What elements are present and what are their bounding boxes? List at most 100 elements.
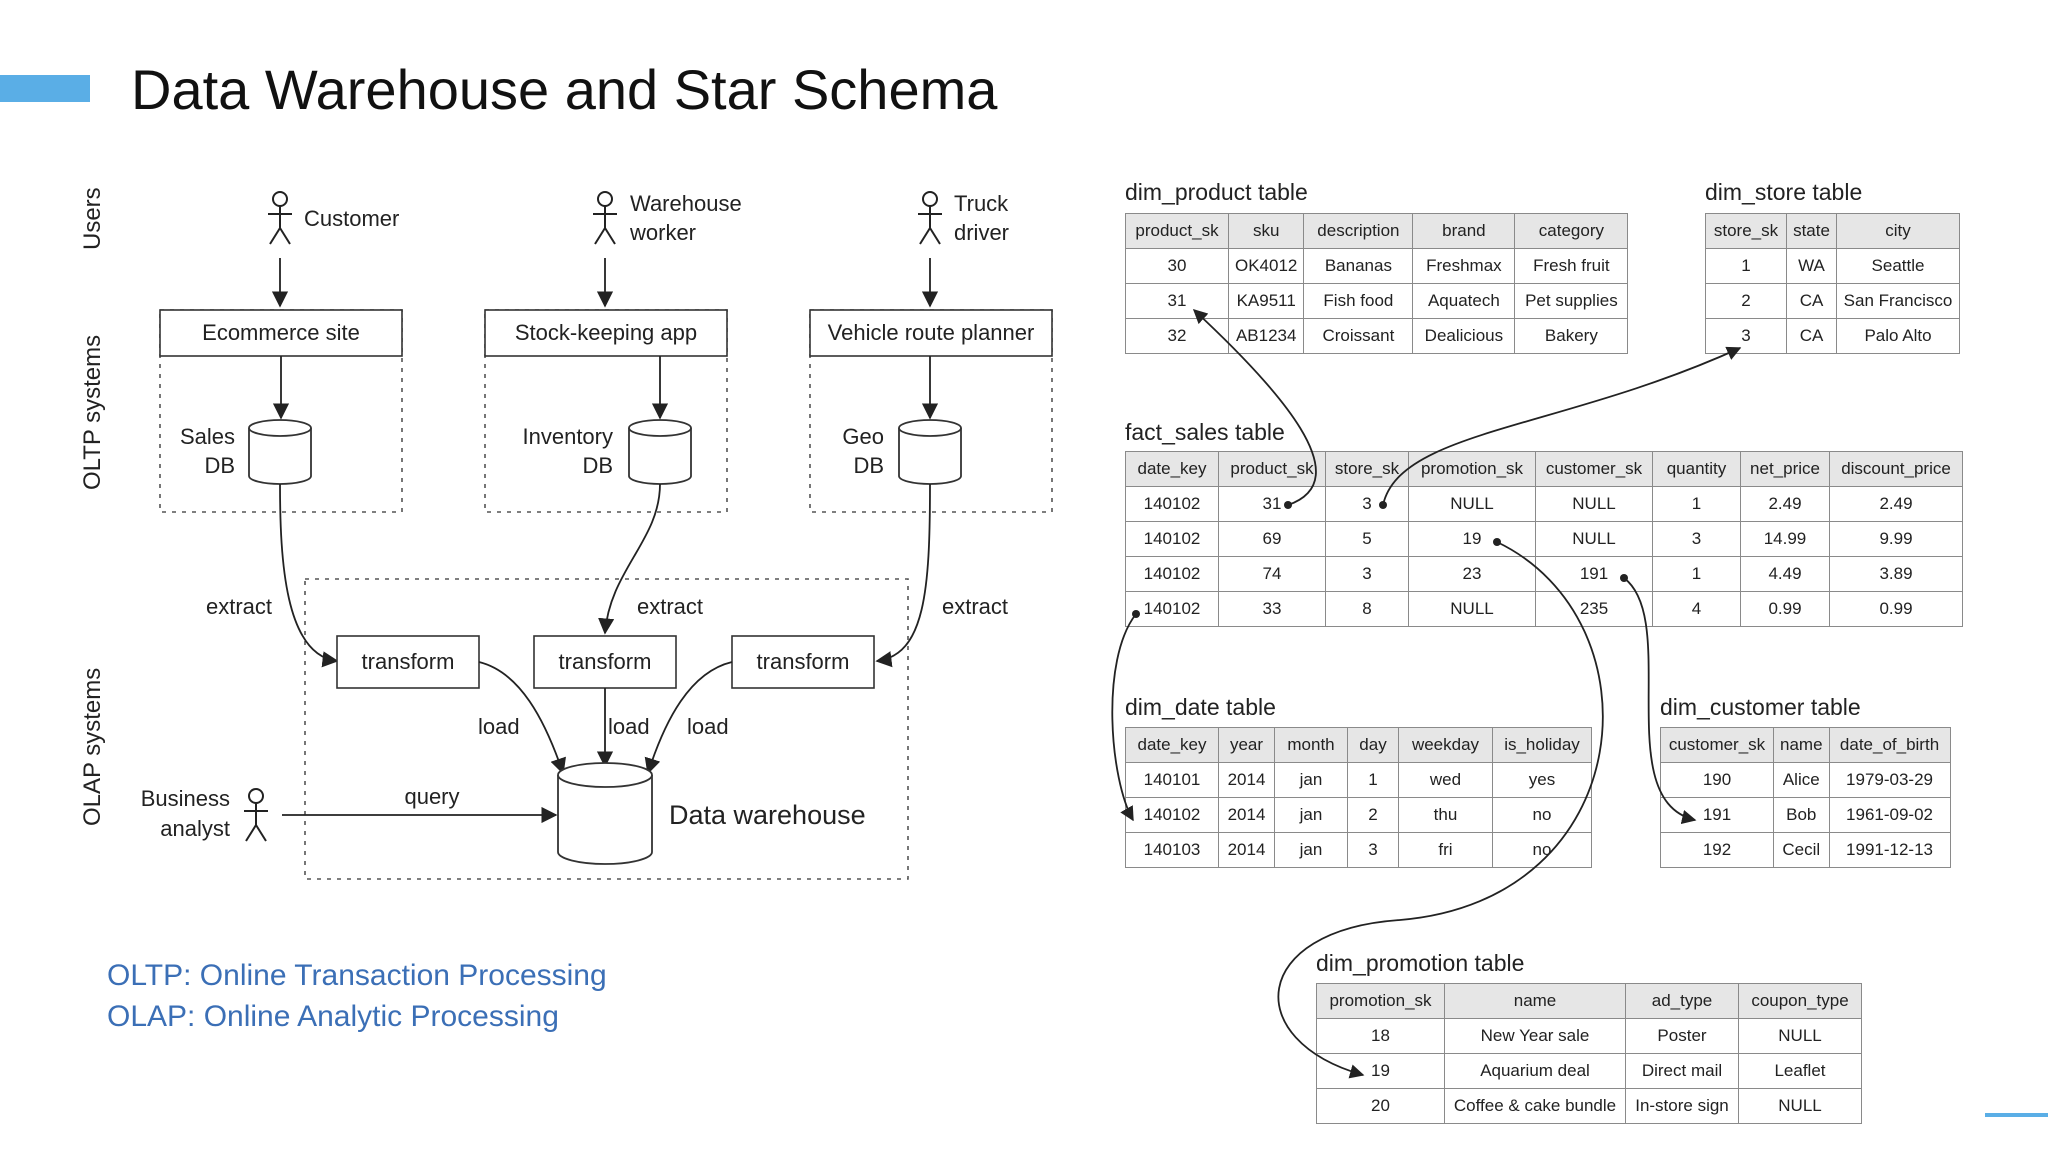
table-cell: 0.99	[1740, 591, 1830, 627]
fact-sales-header: date_key	[1125, 451, 1219, 487]
table-cell: 1	[1652, 556, 1741, 592]
table-cell: Coffee & cake bundle	[1444, 1088, 1626, 1124]
vehicle-route-planner-box	[809, 309, 1053, 357]
table-cell: 30	[1125, 248, 1229, 284]
table-cell: 3.89	[1829, 556, 1963, 592]
table-cell: NULL	[1738, 1018, 1862, 1054]
transform-label-right: transform	[757, 649, 850, 674]
table-row: 1 WA Seattle	[1705, 248, 1960, 284]
load-label-middle: load	[608, 714, 650, 739]
table-cell: NULL	[1535, 486, 1653, 522]
business-analyst-person-icon	[244, 788, 268, 842]
load-arrow-left	[478, 661, 566, 775]
table-row: 140102 33 8 NULL 235 4 0.99 0.99	[1125, 591, 1963, 627]
fact-sales-header: promotion_sk	[1408, 451, 1536, 487]
extract-label-middle: extract	[637, 594, 703, 619]
table-cell: Cecil	[1773, 832, 1830, 868]
slide-title: Data Warehouse and Star Schema	[131, 58, 998, 121]
transform-label-left: transform	[362, 649, 455, 674]
table-cell: Fresh fruit	[1514, 248, 1629, 284]
dim-product-header: product_sk	[1125, 213, 1229, 249]
acronym-legend: OLTP: Online Transaction Processing OLAP…	[107, 955, 607, 1037]
table-cell: Leaflet	[1738, 1053, 1862, 1089]
table-row: 140102 69 5 19 NULL 3 14.99 9.99	[1125, 521, 1963, 557]
table-cell: 140102	[1125, 521, 1219, 557]
table-cell: 140102	[1125, 556, 1219, 592]
table-cell: San Francisco	[1836, 283, 1960, 319]
warehouse-worker-label-line1: Warehouse	[630, 191, 742, 216]
table-row: 30 OK4012 Bananas Freshmax Fresh fruit	[1125, 248, 1629, 284]
sales-extract-arrow	[279, 483, 339, 668]
dim-store-header: state	[1786, 213, 1837, 249]
dim-product-header: brand	[1412, 213, 1516, 249]
table-cell: no	[1492, 797, 1592, 833]
dim-customer-caption: dim_customer table	[1660, 694, 1861, 720]
olap-group	[304, 578, 909, 880]
table-cell: yes	[1492, 762, 1592, 798]
table-cell: Palo Alto	[1836, 318, 1960, 354]
table-cell: 1961-09-02	[1828, 797, 1951, 833]
table-row: 31 KA9511 Fish food Aquatech Pet supplie…	[1125, 283, 1629, 319]
dim-promotion-header: coupon_type	[1738, 983, 1862, 1019]
table-cell: jan	[1274, 762, 1348, 798]
table-cell: Poster	[1625, 1018, 1739, 1054]
dim-date-header: date_key	[1125, 727, 1219, 763]
dim-promotion-header: ad_type	[1625, 983, 1739, 1019]
load-label-left: load	[478, 714, 520, 739]
table-cell: Bob	[1773, 797, 1830, 833]
fact-sales-header: store_sk	[1325, 451, 1409, 487]
load-label-right: load	[687, 714, 729, 739]
dim-customer-table: customer_sk name date_of_birth 190 Alice…	[1660, 727, 1951, 868]
table-cell: 1979-03-29	[1828, 762, 1951, 798]
fact-sales-header: quantity	[1652, 451, 1741, 487]
dim-date-header: year	[1218, 727, 1275, 763]
table-cell: Croissant	[1303, 318, 1414, 354]
table-cell: Pet supplies	[1514, 283, 1629, 319]
table-cell: 19	[1408, 521, 1536, 557]
fact-sales-header: net_price	[1740, 451, 1830, 487]
transform-box-left	[336, 635, 480, 689]
truck-driver-person-icon	[918, 191, 942, 245]
dim-promotion-header: promotion_sk	[1316, 983, 1445, 1019]
table-cell: 14.99	[1740, 521, 1830, 557]
table-cell: 190	[1660, 762, 1774, 798]
dim-date-header: month	[1274, 727, 1348, 763]
architecture-diagram: Users OLTP systems OLAP systems Customer…	[79, 187, 1053, 880]
dim-customer-header: name	[1773, 727, 1830, 763]
table-cell: 191	[1660, 797, 1774, 833]
dim-product-caption: dim_product table	[1125, 179, 1308, 205]
table-row: 32 AB1234 Croissant Dealicious Bakery	[1125, 318, 1629, 354]
query-label: query	[404, 784, 459, 809]
table-cell: 2014	[1218, 797, 1275, 833]
table-cell: Fish food	[1303, 283, 1414, 319]
table-cell: OK4012	[1227, 248, 1305, 284]
table-cell: jan	[1274, 832, 1348, 868]
table-cell: 140102	[1125, 797, 1219, 833]
fact-sales-header: discount_price	[1829, 451, 1963, 487]
side-label-olap: OLAP systems	[79, 668, 106, 826]
dim-promotion-caption: dim_promotion table	[1316, 950, 1525, 976]
table-cell: 23	[1408, 556, 1536, 592]
table-cell: 1991-12-13	[1828, 832, 1951, 868]
table-cell: 20	[1316, 1088, 1445, 1124]
fact-sales-header: product_sk	[1218, 451, 1326, 487]
legend-oltp: OLTP: Online Transaction Processing	[107, 959, 607, 992]
table-row: 140101 2014 jan 1 wed yes	[1125, 762, 1592, 798]
table-cell: 192	[1660, 832, 1774, 868]
stock-keeping-app-box	[484, 309, 728, 357]
table-cell: New Year sale	[1444, 1018, 1626, 1054]
inventory-extract-arrow	[598, 483, 661, 635]
table-cell: fri	[1398, 832, 1493, 868]
sales-db-icon	[248, 419, 312, 485]
customer-label: Customer	[304, 206, 399, 231]
warehouse-worker-label-line2: worker	[629, 220, 696, 245]
table-cell: 4	[1652, 591, 1741, 627]
load-arrow-right	[644, 661, 733, 775]
table-cell: 1	[1652, 486, 1741, 522]
dim-store-header: store_sk	[1705, 213, 1787, 249]
table-row: 140102 74 3 23 191 1 4.49 3.89	[1125, 556, 1963, 592]
sales-db-label-line2: DB	[204, 453, 235, 478]
table-cell: CA	[1786, 318, 1837, 354]
table-cell: Freshmax	[1412, 248, 1516, 284]
table-cell: 3	[1347, 832, 1399, 868]
